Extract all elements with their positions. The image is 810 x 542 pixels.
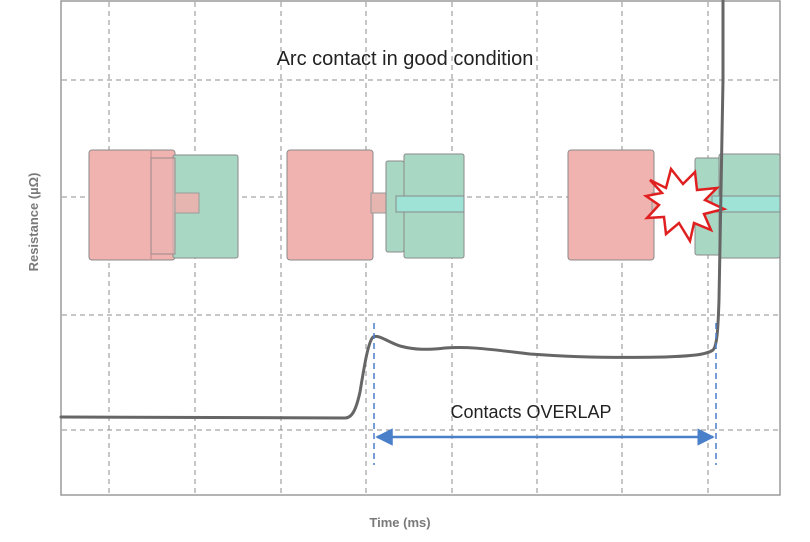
resistance-curve [59, 0, 725, 420]
fixed-contact-inner [150, 157, 176, 255]
fixed-contact-bore [395, 195, 465, 213]
contact-stage-closed [88, 149, 239, 261]
overlap-label: Contacts OVERLAP [450, 402, 611, 422]
contact-stage-arcing [567, 149, 781, 261]
x-axis-label: Time (ms) [369, 515, 430, 530]
moving-contact-body [567, 149, 655, 261]
arc-pin [174, 192, 200, 214]
diagram-title: Arc contact in good condition [277, 48, 534, 70]
moving-contact-body [286, 149, 374, 261]
contact-stage-separating [286, 149, 465, 261]
arc-spark-icon [642, 166, 728, 245]
y-axis-label: Resistance (µΩ) [26, 173, 41, 272]
